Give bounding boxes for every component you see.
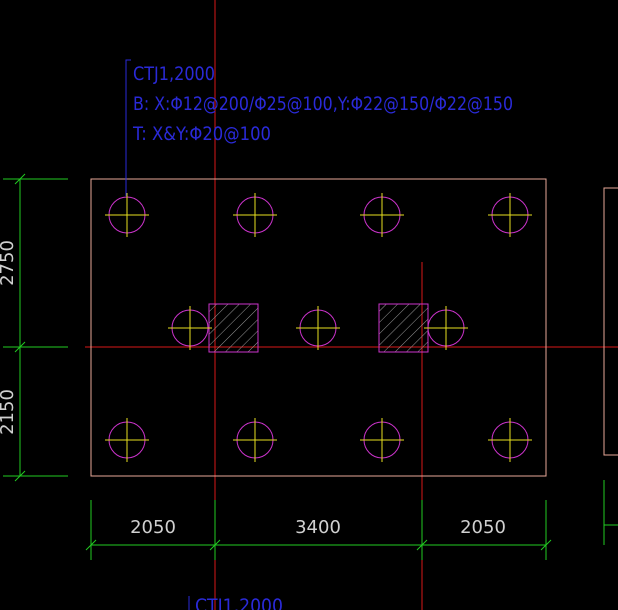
pile[interactable] — [488, 418, 532, 462]
pile-cap-outline[interactable] — [90, 178, 547, 477]
dimension-text-middle[interactable]: 3400 — [295, 517, 341, 538]
pile[interactable] — [424, 306, 468, 350]
pile[interactable] — [360, 418, 404, 462]
dimension-text-right[interactable]: 2050 — [460, 517, 506, 538]
column-right[interactable] — [378, 303, 429, 353]
pile-cap-label-bottom-rebar[interactable]: B: X:Φ12@200/Φ25@100,Y:Φ22@150/Φ22@150 — [133, 93, 513, 115]
pile-cap-label-top-rebar[interactable]: T: X&Y:Φ20@100 — [132, 123, 271, 145]
dimension-text-top[interactable]: 2750 — [0, 240, 18, 286]
label-leader-line — [125, 59, 131, 196]
pile-cap-label-name[interactable]: CTJ1,2000 — [133, 63, 215, 85]
pile-group — [105, 193, 532, 462]
pile[interactable] — [296, 306, 340, 350]
pile[interactable] — [233, 193, 277, 237]
pile[interactable] — [360, 193, 404, 237]
dimension-partial-right — [603, 480, 618, 545]
bottom-partial-label[interactable]: CTJ1,2000 — [195, 595, 283, 610]
dimension-text-left[interactable]: 2050 — [130, 517, 176, 538]
pile[interactable] — [488, 193, 532, 237]
column-left[interactable] — [208, 303, 259, 353]
pile[interactable] — [105, 193, 149, 237]
dimension-vertical — [3, 173, 68, 482]
dimension-text-bottom[interactable]: 2150 — [0, 389, 18, 435]
pile[interactable] — [105, 418, 149, 462]
pile[interactable] — [233, 418, 277, 462]
pile[interactable] — [168, 306, 212, 350]
dimension-horizontal — [85, 500, 552, 560]
adjacent-pile-cap-edge — [603, 187, 618, 456]
